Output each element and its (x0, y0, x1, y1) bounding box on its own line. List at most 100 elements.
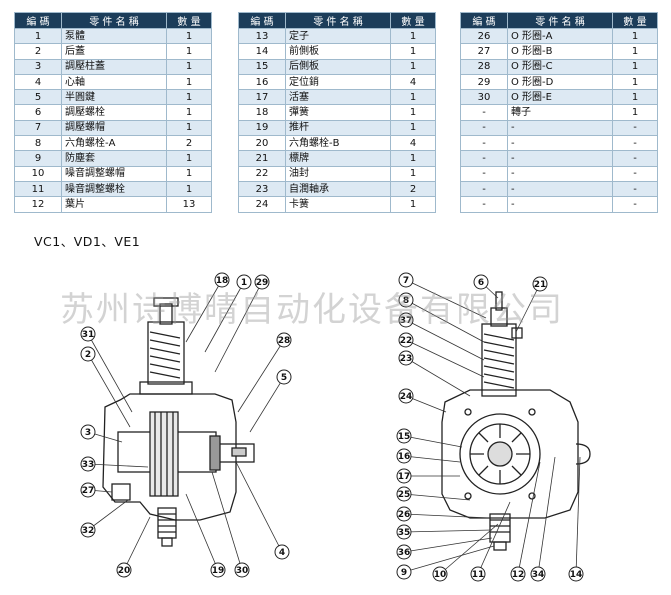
callout-circle (236, 274, 252, 290)
header-part-name: 零 件 名 稱 (507, 12, 613, 29)
callout-label: 30 (236, 566, 249, 576)
part-name: 調壓螺栓 (61, 104, 167, 121)
callout-label: 20 (118, 566, 131, 576)
part-code: 30 (460, 89, 508, 106)
callout-label: 9 (401, 568, 407, 578)
header-quantity: 數 量 (612, 12, 658, 29)
callout-circle (396, 486, 412, 502)
callout-circle (80, 346, 96, 362)
part-name: 防塵套 (61, 150, 167, 167)
leader-line (87, 333, 133, 413)
part-code: 20 (238, 135, 286, 152)
part-code: 11 (14, 180, 62, 198)
callout-label: 6 (478, 278, 484, 288)
callout-circle (398, 332, 414, 348)
callout-label: 37 (400, 316, 413, 326)
part-quantity: 1 (390, 43, 436, 60)
callout-label: 4 (279, 548, 285, 558)
part-quantity: 1 (390, 165, 436, 182)
part-quantity: 1 (612, 43, 658, 60)
leader-line (403, 529, 493, 533)
header-quantity: 數 量 (166, 12, 212, 29)
callout-label: 8 (403, 296, 409, 306)
part-code: - (460, 119, 508, 137)
part-name: O 形圈-C (507, 58, 613, 75)
leader-line (87, 353, 131, 428)
part-code: 12 (14, 196, 62, 213)
part-code: 2 (14, 43, 62, 60)
callout-label: 24 (400, 392, 413, 402)
part-code: 16 (238, 73, 286, 91)
right-front-view (441, 291, 591, 551)
callout-label: 18 (216, 276, 229, 286)
header-code: 編 碼 (238, 12, 286, 29)
part-name: 推杆 (285, 119, 391, 137)
leader-line (185, 279, 223, 343)
table-row: --- (460, 150, 658, 167)
part-code: 15 (238, 58, 286, 75)
callout-label: 16 (398, 452, 411, 462)
part-quantity: 1 (612, 104, 658, 121)
watermark-text: 苏州诗博晴自动化设备有限公司 (60, 290, 564, 330)
leader-line (123, 516, 151, 571)
callout-circle (80, 456, 96, 472)
part-code: 1 (14, 27, 62, 45)
callout-label: 15 (398, 432, 411, 442)
callout-label: 33 (82, 460, 95, 470)
callout-circle (80, 424, 96, 440)
callout-label: 31 (82, 330, 95, 340)
part-name: - (507, 119, 613, 137)
leader-line (575, 456, 581, 575)
leader-line (237, 339, 285, 413)
part-quantity: 1 (612, 73, 658, 91)
part-name: 油封 (285, 165, 391, 182)
callout-circle (470, 566, 486, 582)
part-quantity: 1 (390, 58, 436, 75)
part-code: 10 (14, 165, 62, 182)
callout-circle (396, 544, 412, 560)
part-name: 調壓螺帽 (61, 119, 167, 137)
part-quantity: 1 (166, 180, 212, 198)
callout-circle (432, 566, 448, 582)
part-name: 噪音調整螺栓 (61, 180, 167, 198)
leader-line (204, 281, 245, 353)
callout-label: 34 (532, 570, 545, 580)
part-name: - (507, 196, 613, 213)
callout-label: 32 (82, 526, 95, 536)
callout-circle (116, 562, 132, 578)
model-label: VC1、VD1、VE1 (34, 234, 141, 249)
part-name: - (507, 135, 613, 152)
callout-circle (210, 562, 226, 578)
callout-circle (396, 428, 412, 444)
callout-circle (398, 292, 414, 308)
part-name: - (507, 165, 613, 182)
part-quantity: - (612, 196, 658, 213)
callout-circle (398, 272, 414, 288)
leader-line (405, 319, 485, 361)
callout-circle (396, 564, 412, 580)
part-quantity: 1 (166, 119, 212, 137)
part-quantity: - (612, 165, 658, 182)
part-name: 六角螺栓-B (285, 135, 391, 152)
callout-circle (568, 566, 584, 582)
leader-line (405, 299, 485, 343)
leader-line (403, 493, 471, 501)
callout-label: 29 (256, 278, 269, 288)
leader-line (87, 499, 129, 531)
part-quantity: 1 (166, 150, 212, 167)
callout-circle (473, 274, 489, 290)
